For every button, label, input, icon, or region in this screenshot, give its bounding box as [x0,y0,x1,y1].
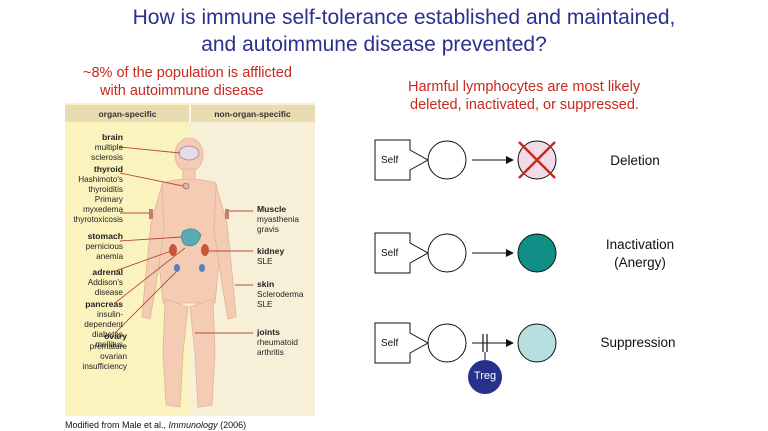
organ-specific-header: organ-specific [98,109,157,119]
slide-title-line1: How is immune self-tolerance established… [132,6,676,29]
lymphocyte-cell [427,233,467,273]
self-label-deletion: Self [381,155,399,166]
suppressed-cell [517,323,557,363]
deletion-label: Deletion [610,153,660,168]
body-illustration [65,103,315,416]
figure-caption: Modified from Male et al., Immunology (2… [65,420,247,430]
treg-label: Treg [473,370,497,382]
prevalence-line1: ~8% of the population is afflicted [83,65,292,81]
lymphocyte-cell [427,323,467,363]
self-label-inactivation: Self [381,248,399,259]
suppression-row [374,322,557,394]
anergic-cell [517,233,557,273]
deleted-cell [517,140,557,180]
self-label-suppression: Self [381,338,399,349]
prevalence-line2: with autoimmune disease [100,83,264,99]
mechanism-heading-line2: deleted, inactivated, or suppressed. [410,97,639,113]
inactivation-label: Inactivation(Anergy) [605,237,675,270]
inactivation-row [374,232,557,274]
suppression-label: Suppression [600,335,676,350]
mechanism-heading-line1: Harmful lymphocytes are most likely [408,79,641,95]
slide-title-line2: and autoimmune disease prevented? [201,33,547,56]
deletion-row [374,139,557,181]
lymphocyte-cell [427,140,467,180]
non-organ-specific-header: non-organ-specific [214,109,291,119]
